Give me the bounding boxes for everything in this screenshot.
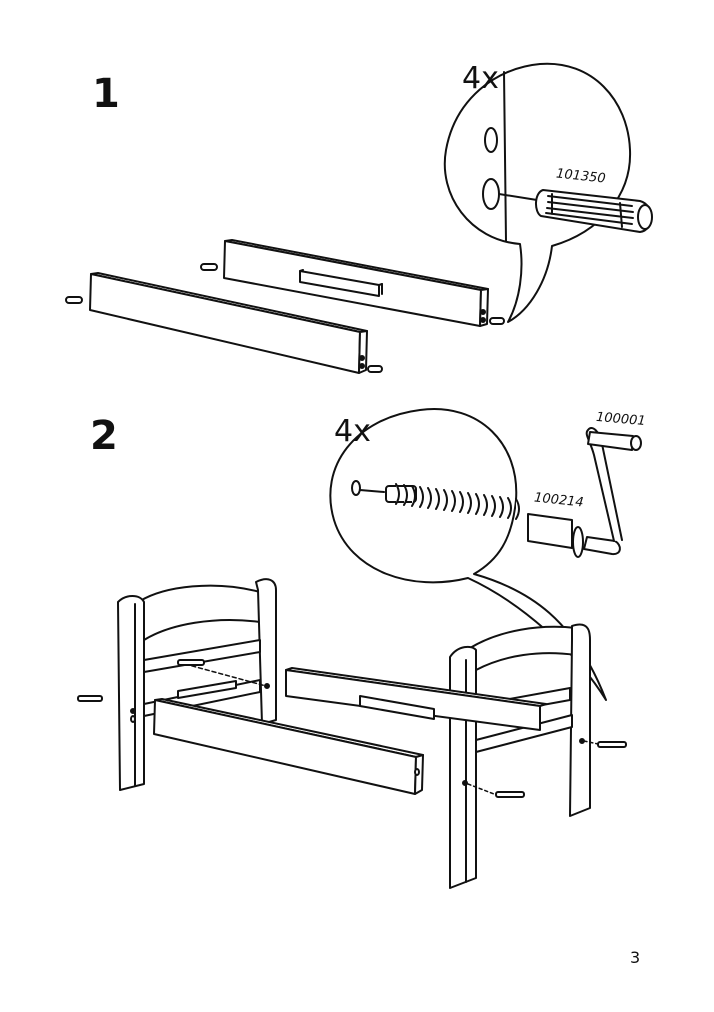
step-2-quantity-label: 4x [334,414,371,449]
step2-bolt-callout [329,408,607,701]
step-1-number: 1 [92,71,120,117]
page-number: 3 [630,948,641,967]
step1-back-rail [223,239,489,327]
step-2-allen-key-part-number: 100001 [595,409,647,430]
step2-right-headboard [449,623,591,889]
step2-allen-key [583,426,642,556]
step2-back-rail [177,667,547,731]
step2-front-rail [153,698,424,795]
step1-detail-callout [443,62,653,323]
step2-left-headboard [117,578,277,791]
step-1-quantity-label: 4x [462,61,499,96]
step1-dowels [65,263,505,373]
step2-screws [77,659,627,798]
step1-front-rail [89,272,368,374]
step-2-number: 2 [90,413,118,459]
